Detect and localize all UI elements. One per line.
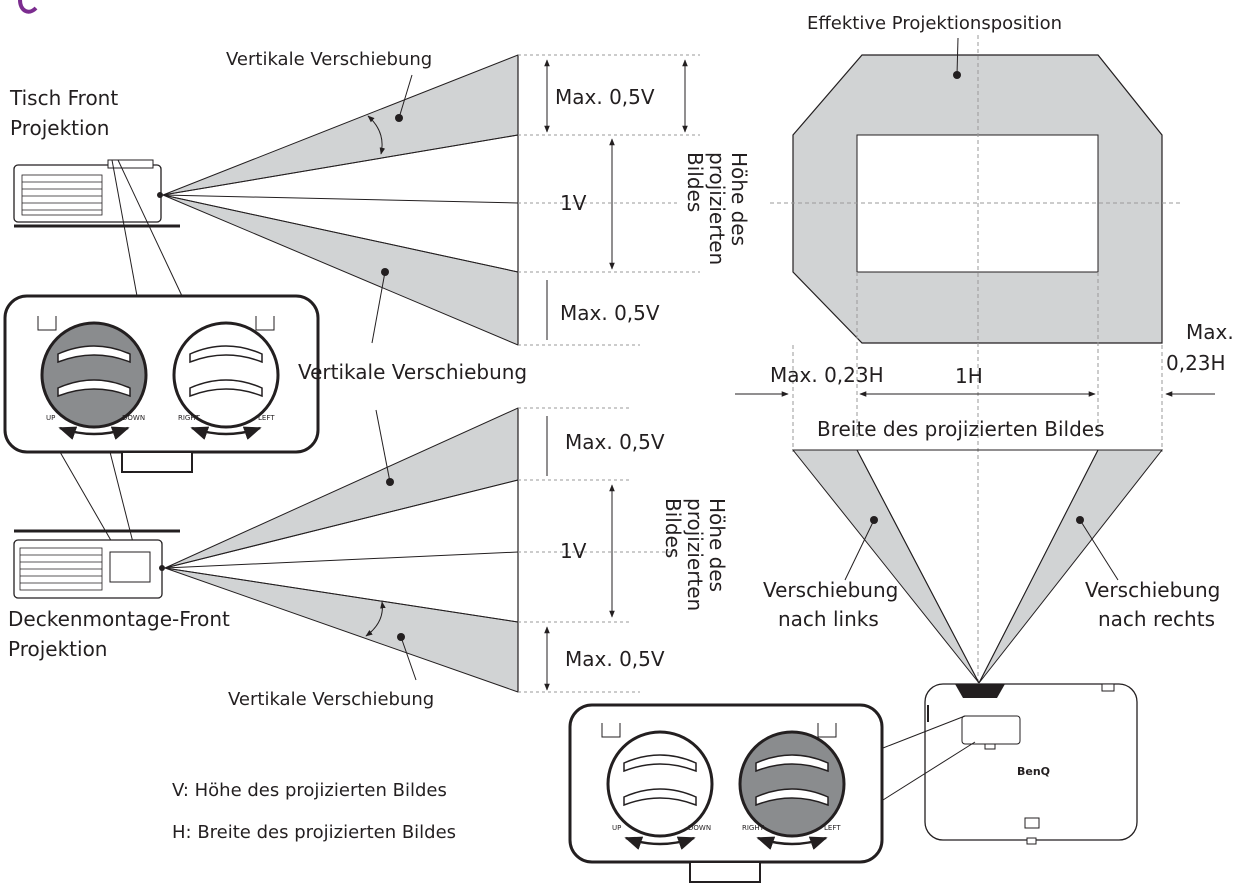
ceiling-projector xyxy=(13,529,180,599)
shift-right-label-1: Verschiebung xyxy=(1085,578,1220,602)
shift-left-label-1: Verschiebung xyxy=(763,578,898,602)
max-023h-right-label-1: Max. xyxy=(1186,320,1234,344)
svg-text:projizierten: projizierten xyxy=(683,498,707,611)
svg-text:Höhe des: Höhe des xyxy=(705,498,729,592)
vertical-shift-knob[interactable] xyxy=(40,321,148,429)
max-023h-right-label-2: 0,23H xyxy=(1166,351,1226,375)
legend-v: V: Höhe des projizierten Bildes xyxy=(172,780,447,801)
knob-up-label: UP xyxy=(46,414,55,422)
table-front-label-2: Projektion xyxy=(10,116,109,140)
vertical-shift-label-bottom: Vertikale Verschiebung xyxy=(228,689,434,710)
knob-left-label: LEFT xyxy=(258,414,275,422)
max-023h-left-label: Max. 0,23H xyxy=(770,363,884,387)
upper-shift-beam xyxy=(162,54,519,196)
knob-down-label: DOWN xyxy=(122,414,145,422)
ceiling-front-label-2: Projektion xyxy=(8,637,107,661)
image-width-label: Breite des projizierten Bildes xyxy=(817,417,1105,441)
one-h-label: 1H xyxy=(955,364,983,388)
svg-text:Höhe des: Höhe des xyxy=(727,152,751,246)
lens-shift-panel-left: UP DOWN RIGHT LEFT xyxy=(3,294,320,571)
effective-position-label: Effektive Projektionsposition xyxy=(807,13,1062,34)
one-v-label-2: 1V xyxy=(560,539,587,563)
max-05v-label-4: Max. 0,5V xyxy=(565,647,665,671)
table-front-projection-group xyxy=(13,54,700,346)
ceiling-front-label-1: Deckenmontage-Front xyxy=(8,607,230,631)
one-v-label-1: 1V xyxy=(560,191,587,215)
table-front-label-1: Tisch Front xyxy=(9,86,118,110)
max-05v-label-2: Max. 0,5V xyxy=(560,301,660,325)
shift-left-label-2: nach links xyxy=(778,607,879,631)
image-height-label-top: Höhe des projizierten Bildes xyxy=(683,152,751,265)
vertical-shift-label-mid: Vertikale Verschiebung xyxy=(298,360,527,384)
horizontal-shift-knob[interactable] xyxy=(172,321,280,429)
knob-right-label: RIGHT xyxy=(178,414,201,422)
corner-mark xyxy=(18,0,38,14)
max-05v-label-3: Max. 0,5V xyxy=(565,430,665,454)
knob-left-label-2: LEFT xyxy=(824,824,841,832)
svg-text:Bildes: Bildes xyxy=(683,152,707,212)
knob-right-label-2: RIGHT xyxy=(742,824,765,832)
lens-shift-panel-right: UP DOWN RIGHT LEFT xyxy=(568,703,884,883)
ceiling-front-projection-group xyxy=(13,407,680,693)
knob-up-label-2: UP xyxy=(612,824,621,832)
svg-text:Bildes: Bildes xyxy=(661,498,685,558)
brand-logo: BenQ xyxy=(1017,765,1050,778)
max-05v-label-1: Max. 0,5V xyxy=(555,85,655,109)
knob-down-label-2: DOWN xyxy=(688,824,711,832)
projector-top-view: BenQ xyxy=(882,683,1138,845)
effective-projection-area xyxy=(735,35,1215,690)
vertical-shift-label-top: Vertikale Verschiebung xyxy=(226,49,432,70)
table-projector xyxy=(13,159,180,228)
shift-right-label-2: nach rechts xyxy=(1098,607,1215,631)
svg-text:projizierten: projizierten xyxy=(705,152,729,265)
image-height-label-bottom: Höhe des projizierten Bildes xyxy=(661,498,729,611)
legend-h: H: Breite des projizierten Bildes xyxy=(172,822,456,843)
